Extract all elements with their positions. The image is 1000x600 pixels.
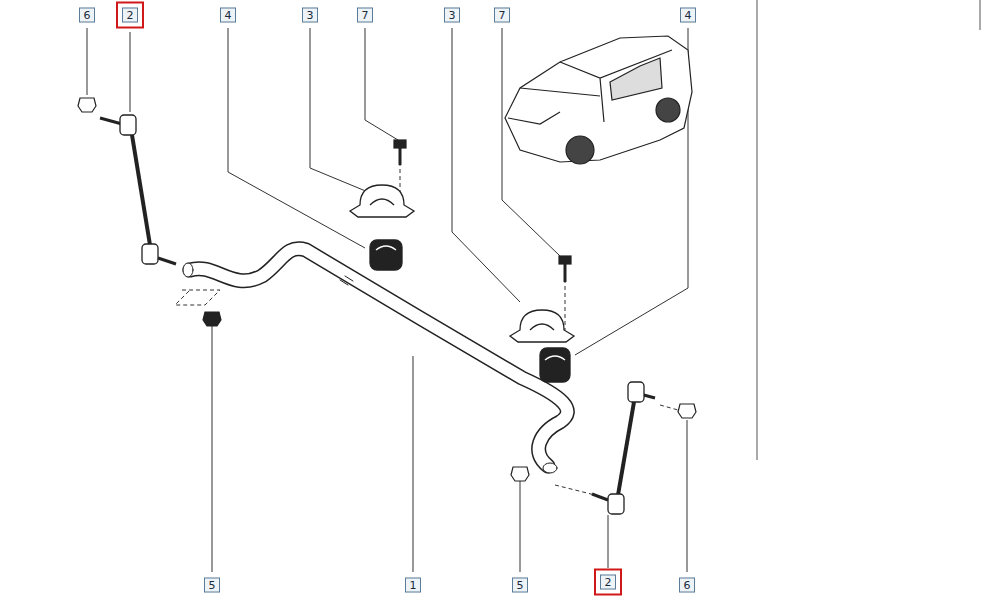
callout-number: 5 xyxy=(512,578,528,593)
frame-lines xyxy=(757,0,980,460)
bushings-brackets xyxy=(350,185,574,382)
callout-number: 7 xyxy=(494,8,510,23)
callout-number: 2 xyxy=(600,575,616,590)
callout-number: 4 xyxy=(680,8,696,23)
callout-number: 4 xyxy=(220,8,236,23)
callout-number: 6 xyxy=(679,578,695,593)
callout-number: 5 xyxy=(204,578,220,593)
callout-number: 2 xyxy=(122,8,138,23)
callout-number: 1 xyxy=(405,578,421,593)
vehicle-sketch xyxy=(505,36,692,164)
callout-number: 3 xyxy=(302,8,318,23)
callout-number: 6 xyxy=(79,8,95,23)
assembly-lines xyxy=(175,148,678,495)
stabiliser-links xyxy=(100,115,655,514)
callout-number: 7 xyxy=(357,8,373,23)
stabiliser-bar xyxy=(183,249,567,473)
callout-number: 3 xyxy=(444,8,460,23)
